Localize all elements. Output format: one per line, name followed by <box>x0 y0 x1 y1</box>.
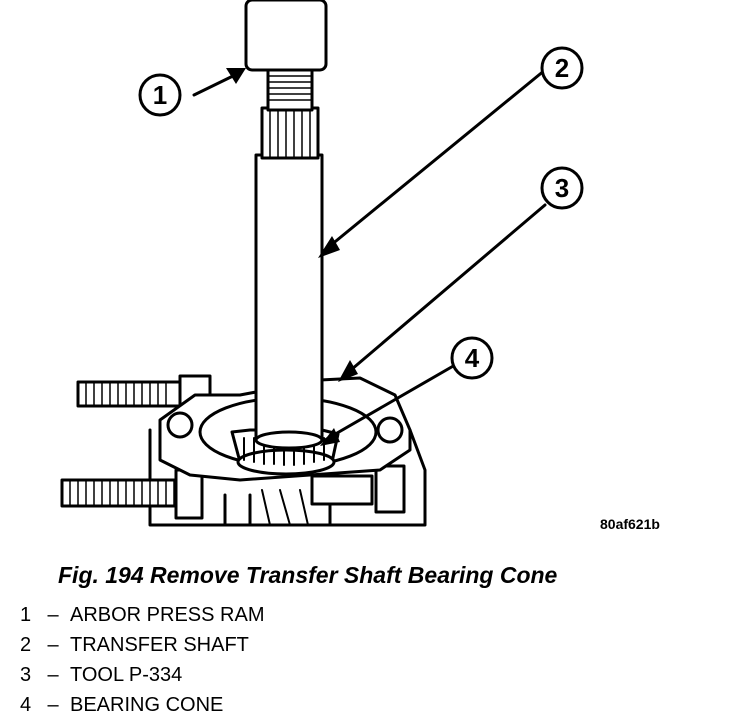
figure-caption: Fig. 194 Remove Transfer Shaft Bearing C… <box>58 562 558 588</box>
legend-number: 4 <box>20 694 32 716</box>
legend-label: ARBOR PRESS RAM <box>70 604 265 626</box>
legend-item: 2–TRANSFER SHAFT <box>20 630 264 660</box>
tool-bolts <box>60 374 406 520</box>
leader-lines <box>192 68 547 442</box>
callout-4: 4 <box>465 343 480 373</box>
image-code: 80af621b <box>600 516 660 532</box>
transfer-shaft <box>254 106 324 450</box>
legend-label: TRANSFER SHAFT <box>70 634 249 656</box>
callout-1: 1 <box>153 80 167 110</box>
legend-number: 1 <box>20 604 32 626</box>
legend-label: BEARING CONE <box>70 694 224 716</box>
callout-3: 3 <box>555 173 569 203</box>
callout-2: 2 <box>555 53 569 83</box>
legend-number: 2 <box>20 634 32 656</box>
legend-item: 4–BEARING CONE <box>20 690 264 720</box>
legend: 1–ARBOR PRESS RAM 2–TRANSFER SHAFT 3–TOO… <box>20 600 264 720</box>
transfer-shaft-press-illustration: 1 2 3 4 <box>60 0 584 527</box>
legend-item: 3–TOOL P-334 <box>20 660 264 690</box>
arbor-press-ram <box>244 0 328 112</box>
legend-separator: – <box>47 634 59 656</box>
legend-separator: – <box>47 664 59 686</box>
legend-separator: – <box>47 694 59 716</box>
legend-number: 3 <box>20 664 32 686</box>
legend-label: TOOL P-334 <box>70 664 183 686</box>
legend-item: 1–ARBOR PRESS RAM <box>20 600 264 630</box>
legend-separator: – <box>47 604 59 626</box>
